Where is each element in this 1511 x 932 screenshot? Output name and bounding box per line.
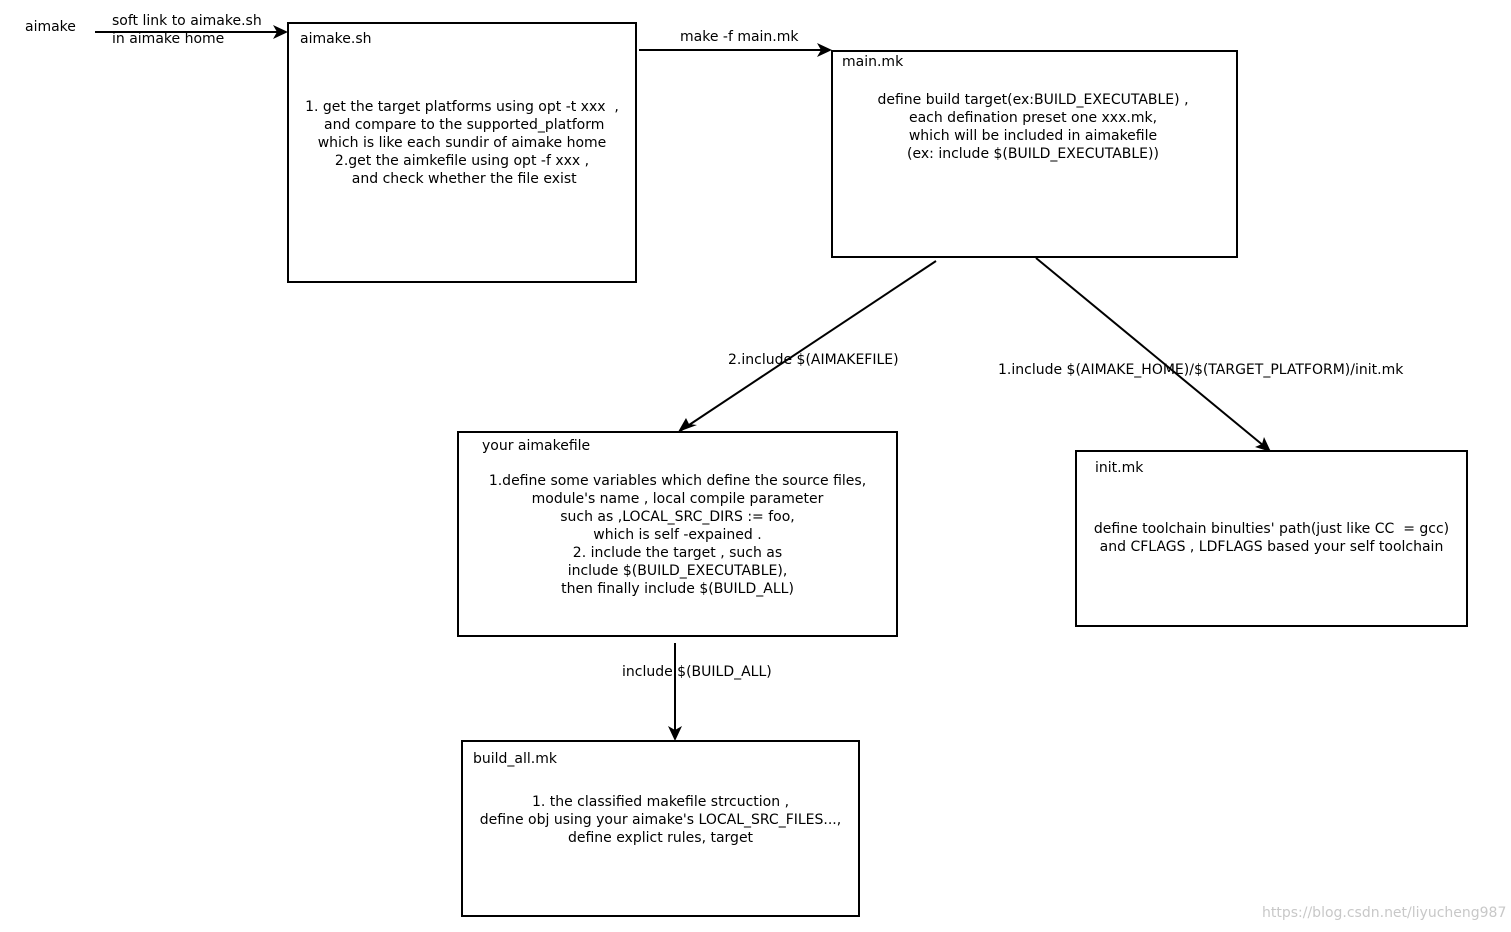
build-all-mk-body: 1. the classified makefile strcuction , … — [479, 794, 842, 846]
include-build-all-arrowhead — [668, 726, 682, 741]
build-all-mk-title: build_all.mk — [473, 751, 557, 767]
make-label: make -f main.mk — [680, 29, 799, 45]
init-mk-body: define toolchain binulties' path(just li… — [1093, 521, 1450, 555]
aimakefile-node: your aimakefile 1.define some variables … — [457, 431, 898, 637]
include-aimakefile-arrowhead — [678, 418, 697, 432]
include-init-label: 1.include $(AIMAKE_HOME)/$(TARGET_PLATFO… — [998, 362, 1404, 378]
aimakefile-body: 1.define some variables which define the… — [488, 473, 867, 597]
watermark-text: https://blog.csdn.net/liyucheng987 — [1262, 905, 1507, 921]
include-build-all-label: include $(BUILD_ALL) — [622, 664, 772, 680]
aimake-sh-node: aimake.sh 1. get the target platforms us… — [287, 22, 637, 283]
main-mk-title: main.mk — [842, 54, 904, 70]
softlink-label-line2: in aimake home — [112, 31, 225, 47]
aimake-sh-body: 1. get the target platforms using opt -t… — [305, 99, 619, 187]
main-mk-node: main.mk define build target(ex:BUILD_EXE… — [831, 50, 1238, 258]
make-arrowhead — [817, 43, 832, 57]
init-mk-node: init.mk define toolchain binulties' path… — [1075, 450, 1468, 627]
include-aimakefile-arrow — [679, 260, 937, 432]
main-mk-body: define build target(ex:BUILD_EXECUTABLE)… — [877, 92, 1189, 162]
softlink-arrowhead — [273, 25, 288, 39]
build-all-mk-node: build_all.mk 1. the classified makefile … — [461, 740, 860, 917]
include-init-arrowhead — [1255, 437, 1271, 452]
include-init-arrow — [1035, 257, 1271, 452]
aimake-entry-label: aimake — [25, 19, 76, 35]
init-mk-title: init.mk — [1095, 460, 1144, 476]
softlink-label-line1: soft link to aimake.sh — [112, 13, 262, 29]
include-aimakefile-label: 2.include $(AIMAKEFILE) — [728, 352, 899, 368]
aimake-sh-title: aimake.sh — [300, 31, 372, 47]
aimakefile-title: your aimakefile — [482, 438, 591, 454]
